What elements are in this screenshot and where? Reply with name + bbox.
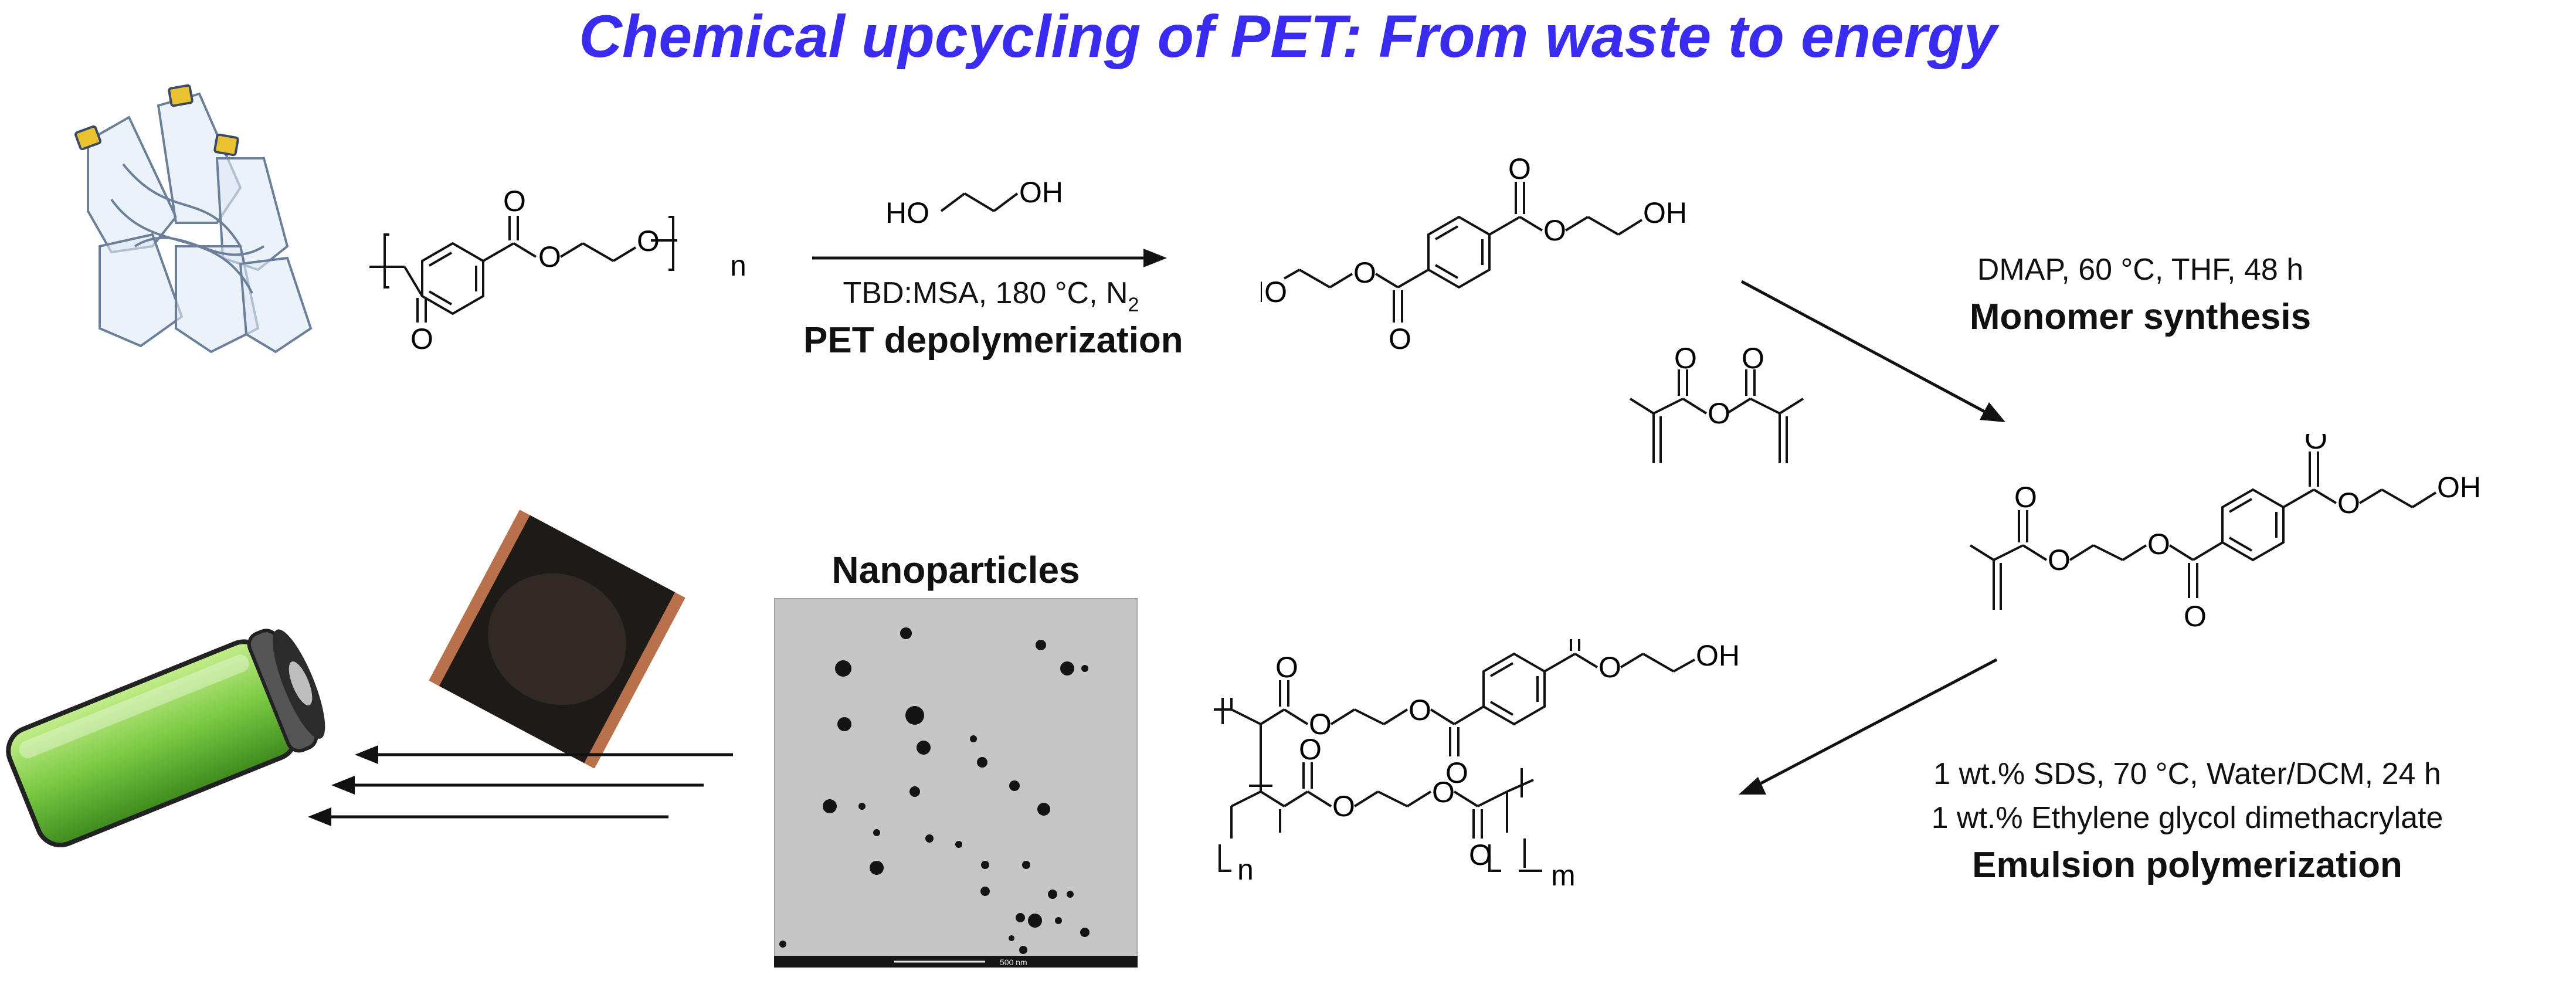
polymer-atom-o4: O	[1445, 756, 1468, 789]
emulsion-conditions-sds: 1 wt.% SDS	[1933, 757, 2096, 791]
emulsion-polymerization-arrow	[1739, 658, 1998, 795]
depolymerization-conditions: TBD:MSA, 180 °C, N2	[827, 276, 1155, 317]
monomer-conditions: DMAP, 60 °C, THF, 48 h	[1977, 253, 2304, 287]
polymer-repeat-m: m	[1551, 859, 1576, 892]
polymer-atom-o2: O	[1309, 708, 1332, 741]
polymer-atom-o6: O	[1299, 733, 1322, 766]
reagent-ho-label: HO	[885, 196, 929, 229]
methacrylate-monomer-structure: O O O O O O OH	[1969, 434, 2481, 633]
depolymerization-label: PET depolymerization	[803, 320, 1183, 361]
polymer-repeat-n: n	[1237, 853, 1254, 886]
depolymerization-arrow	[812, 249, 1167, 267]
bhet-oh-label: OH	[1643, 196, 1687, 229]
atom-o-carbonyl: O	[503, 185, 526, 218]
bhet-ho-label: HO	[1261, 276, 1287, 308]
monomer-atom-o2: O	[2048, 544, 2071, 576]
emulsion-conditions-line2: 1 wt.% Ethylene glycol dimethacrylate	[1931, 801, 2443, 835]
nitrogen-subscript: 2	[1128, 294, 1139, 316]
nanoparticles-label: Nanoparticles	[831, 549, 1080, 591]
atom-o-bottom: O	[410, 323, 433, 355]
monomer-oh-label: OH	[2437, 471, 2481, 504]
emulsion-conditions-line1: 1 wt.% SDS, 70 °C, Water/DCM, 24 h	[1876, 756, 2498, 792]
reagent-oh-label: OH	[1019, 176, 1063, 209]
application-arrows	[308, 745, 733, 826]
bhet-atom-o2: O	[1543, 214, 1566, 247]
polymer-atom-o5: O	[1598, 651, 1621, 684]
electrode-icon	[429, 510, 685, 768]
pet-polymer-structure: O O O O n	[369, 185, 746, 355]
monomer-synthesis-arrow	[1740, 280, 2005, 422]
diagram-title: Chemical upcycling of PET: From waste to…	[579, 3, 1997, 70]
monomer-atom-o4: O	[2184, 600, 2207, 633]
monomer-label: Monomer synthesis	[1969, 297, 2312, 337]
plastic-bottles-icon	[74, 84, 313, 354]
emulsion-conditions-temp: , 70 °C, Water/DCM, 24 h	[2096, 757, 2441, 791]
nanoparticles-tem-image: 500 nm	[774, 598, 1138, 968]
depolymerization-conditions-text: TBD:MSA, 180 °C, N	[843, 276, 1128, 310]
battery-icon	[6, 629, 325, 848]
polymer-atom-o7: O	[1332, 790, 1355, 823]
polymer-oh-label: OH	[1696, 639, 1740, 672]
atom-o-ester: O	[538, 240, 561, 273]
ethylene-glycol-reagent: HO OH	[885, 176, 1063, 229]
polymer-atom-o1: O	[1275, 651, 1298, 684]
monomer-atom-o6: O	[2337, 487, 2360, 520]
methacrylic-anhydride-structure: O O O	[1629, 346, 1804, 463]
repeat-n-label: n	[730, 249, 746, 282]
monomer-atom-o5: O	[2305, 434, 2327, 455]
bhet-structure: O O OH O O HO	[1261, 152, 1687, 355]
scale-bar-label: 500 nm	[1000, 958, 1027, 967]
atom-o-chain: O	[637, 225, 660, 257]
bhet-atom-o1: O	[1508, 152, 1531, 185]
anhydride-atom-o3: O	[1742, 346, 1764, 375]
polymer-atom-o3: O	[1409, 694, 1431, 727]
monomer-atom-o1: O	[2014, 481, 2037, 514]
anhydride-atom-o1: O	[1674, 346, 1697, 375]
emulsion-label: Emulsion polymerization	[1972, 845, 2402, 885]
polymer-atom-o9: O	[1469, 839, 1492, 871]
bhet-atom-o3: O	[1353, 256, 1376, 289]
anhydride-atom-o2: O	[1708, 397, 1730, 430]
bhet-atom-o4: O	[1389, 323, 1411, 355]
monomer-atom-o3: O	[2147, 528, 2170, 561]
polymer-atom-o8: O	[1432, 776, 1455, 809]
crosslinked-polymer-structure: O O O O O OH O O O O n m	[1214, 639, 1740, 892]
